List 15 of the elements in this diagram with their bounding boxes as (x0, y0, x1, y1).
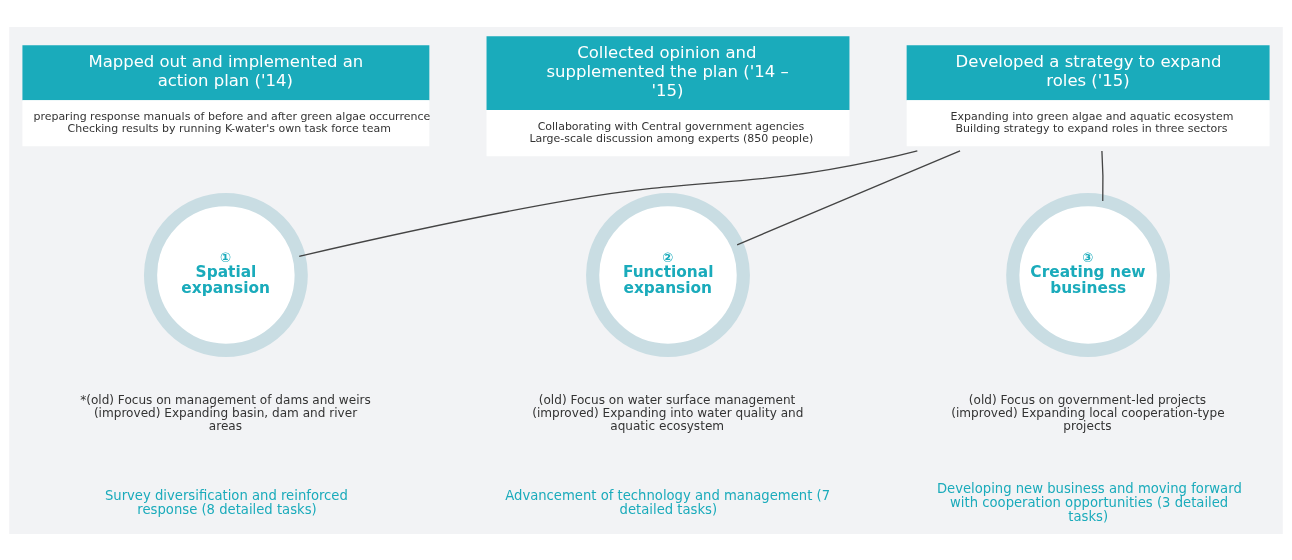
node-circle: ① Spatial expansion (143, 192, 308, 357)
label: Advancement of technology and management (7 detailed tasks) (505, 487, 831, 517)
label: Developing new business and moving forward with cooperation opportunities (3 detailed tasks) (936, 480, 1242, 524)
label: (old) Focus on water surface management (538, 392, 796, 407)
label: (old) Focus on government-led projects (968, 392, 1207, 407)
label: (improved) Expanding local cooperation-type projects (951, 405, 1225, 433)
label: (improved) Expanding basin, dam and river areas (93, 405, 358, 433)
label: (improved) Expanding into water quality and aquatic ecosystem (532, 405, 804, 433)
label: *(old) Focus on management of dams and weirs (80, 392, 371, 407)
connector (736, 149, 961, 245)
label: Survey diversification and reinforced response (8 detailed tasks) (104, 487, 348, 517)
node-circle: ② Functional expansion (586, 192, 750, 357)
connector (1101, 149, 1104, 202)
node-circle: ③ Creating new business (1006, 192, 1171, 357)
connector (298, 149, 918, 257)
